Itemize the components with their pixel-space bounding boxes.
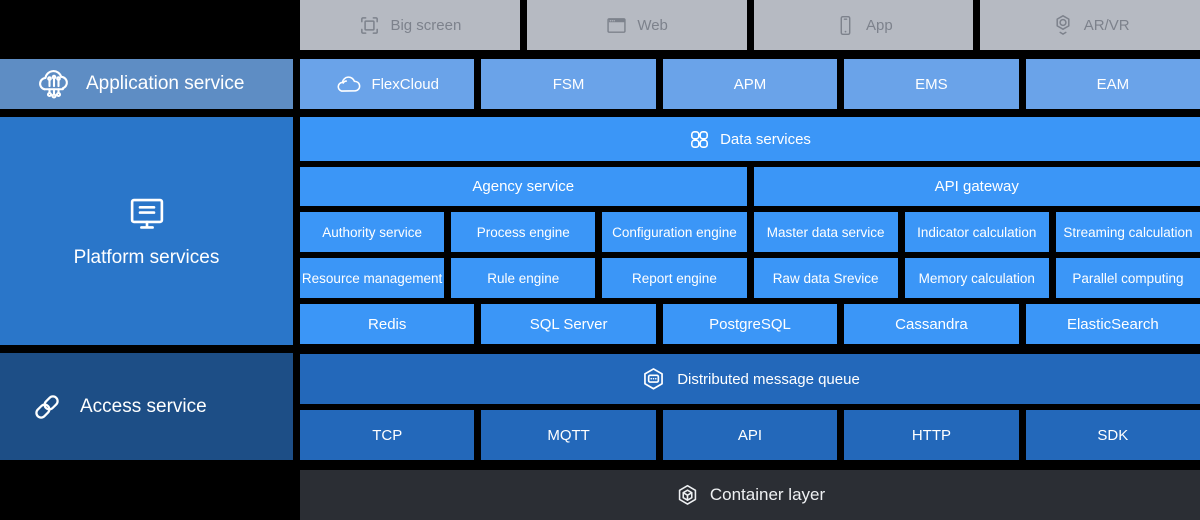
app-service-label: EAM xyxy=(1096,75,1130,93)
engine-label: Resource management xyxy=(301,270,443,286)
agency-service-box: Agency service xyxy=(300,167,747,206)
terminal-label: Web xyxy=(637,16,668,34)
rule-engine-box: Rule engine xyxy=(451,258,596,298)
terminal-label: AR/VR xyxy=(1083,16,1130,34)
terminal-label: App xyxy=(866,16,893,34)
container-layer-label: Container layer xyxy=(709,485,826,504)
redis-box: Redis xyxy=(300,304,475,344)
parallel-computing-box: Parallel computing xyxy=(1055,258,1200,298)
layer-platform-services-label: Platform services xyxy=(73,247,220,268)
message-hexagon-icon xyxy=(644,367,664,390)
app-service-fsm: FSM xyxy=(481,59,656,109)
process-engine-box: Process engine xyxy=(451,212,596,252)
configuration-engine-box: Configuration engine xyxy=(602,212,747,252)
terminal-arvr: AR/VR xyxy=(980,0,1200,50)
data-services-label: Data services xyxy=(720,130,811,148)
gateway-label: Agency service xyxy=(472,178,575,195)
database-row: Redis SQL Server PostgreSQL Cassandra El… xyxy=(300,304,1200,344)
tcp-box: TCP xyxy=(300,410,475,460)
layer-application-service: Application service xyxy=(0,59,293,109)
database-label: SQL Server xyxy=(529,315,608,333)
data-services-bar: Data services xyxy=(300,117,1200,161)
protocol-label: MQTT xyxy=(547,426,590,444)
engine-label: Report engine xyxy=(632,270,717,286)
terminal-app: App xyxy=(753,0,974,50)
cassandra-box: Cassandra xyxy=(844,304,1019,344)
engine-label: Parallel computing xyxy=(1072,270,1184,286)
protocol-label: API xyxy=(737,426,763,444)
engine-row-2: Resource management Rule engine Report e… xyxy=(300,258,1200,298)
engine-label: Authority service xyxy=(322,224,422,240)
protocol-label: SDK xyxy=(1097,426,1129,444)
authority-service-box: Authority service xyxy=(300,212,445,252)
layer-access-service-label: Access service xyxy=(80,395,207,417)
gateway-row: Agency service API gateway xyxy=(300,167,1200,206)
application-services-row: FlexCloud FSM APM EMS EAM xyxy=(300,59,1200,109)
engine-label: Raw data Srevice xyxy=(772,270,879,286)
chain-link-icon xyxy=(35,394,59,419)
app-service-apm: APM xyxy=(662,59,838,109)
mqtt-box: MQTT xyxy=(481,410,656,460)
streaming-calculation-box: Streaming calculation xyxy=(1055,212,1200,252)
monitor-icon xyxy=(130,198,163,229)
terminal-label: Big screen xyxy=(390,16,462,34)
terminal-row: Big screen Web App xyxy=(300,0,1200,50)
engine-row-1: Authority service Process engine Configu… xyxy=(300,212,1200,252)
engine-label: Indicator calculation xyxy=(917,224,1037,240)
database-label: PostgreSQL xyxy=(709,315,791,333)
database-label: ElasticSearch xyxy=(1066,315,1159,333)
memory-calculation-box: Memory calculation xyxy=(904,258,1049,298)
protocol-label: HTTP xyxy=(911,426,951,444)
message-queue-bar: Distributed message queue xyxy=(300,354,1200,404)
postgresql-box: PostgreSQL xyxy=(662,304,838,344)
engine-label: Rule engine xyxy=(487,270,560,286)
arvr-icon xyxy=(1056,15,1070,35)
cloud-icon xyxy=(337,75,361,92)
app-service-label: FlexCloud xyxy=(371,75,439,93)
api-box: API xyxy=(662,410,838,460)
app-icon xyxy=(840,15,851,35)
app-service-flexcloud: FlexCloud xyxy=(300,59,475,109)
engine-label: Memory calculation xyxy=(918,270,1035,286)
iot-circuit-cloud-icon xyxy=(39,70,68,99)
message-queue-label: Distributed message queue xyxy=(677,370,860,388)
gateway-label: API gateway xyxy=(934,178,1019,195)
raw-data-service-box: Raw data Srevice xyxy=(753,258,898,298)
four-squares-icon xyxy=(691,130,709,148)
database-label: Cassandra xyxy=(895,315,968,333)
terminal-web: Web xyxy=(526,0,747,50)
protocol-label: TCP xyxy=(372,426,403,444)
elasticsearch-box: ElasticSearch xyxy=(1025,304,1200,344)
master-data-service-box: Master data service xyxy=(753,212,898,252)
container-cube-icon xyxy=(678,484,697,505)
indicator-calculation-box: Indicator calculation xyxy=(904,212,1049,252)
app-service-label: EMS xyxy=(915,75,948,93)
resource-management-box: Resource management xyxy=(300,258,445,298)
terminal-big-screen: Big screen xyxy=(300,0,520,50)
app-service-label: APM xyxy=(733,75,767,93)
sql-server-box: SQL Server xyxy=(481,304,656,344)
engine-label: Streaming calculation xyxy=(1063,224,1193,240)
big-screen-icon xyxy=(361,16,379,34)
container-layer-bar: Container layer xyxy=(300,470,1200,520)
http-box: HTTP xyxy=(844,410,1019,460)
layer-platform-services: Platform services xyxy=(0,117,293,345)
web-icon xyxy=(607,17,626,33)
api-gateway-box: API gateway xyxy=(753,167,1200,206)
engine-label: Process engine xyxy=(476,224,570,240)
sdk-box: SDK xyxy=(1025,410,1200,460)
app-service-eam: EAM xyxy=(1025,59,1200,109)
engine-label: Master data service xyxy=(766,224,885,240)
engine-label: Configuration engine xyxy=(612,224,737,240)
report-engine-box: Report engine xyxy=(602,258,747,298)
app-service-label: FSM xyxy=(552,75,585,93)
layer-application-service-label: Application service xyxy=(86,73,245,94)
layer-access-service: Access service xyxy=(0,353,293,460)
app-service-ems: EMS xyxy=(844,59,1019,109)
database-label: Redis xyxy=(368,315,407,333)
protocol-row: TCP MQTT API HTTP SDK xyxy=(300,410,1200,460)
